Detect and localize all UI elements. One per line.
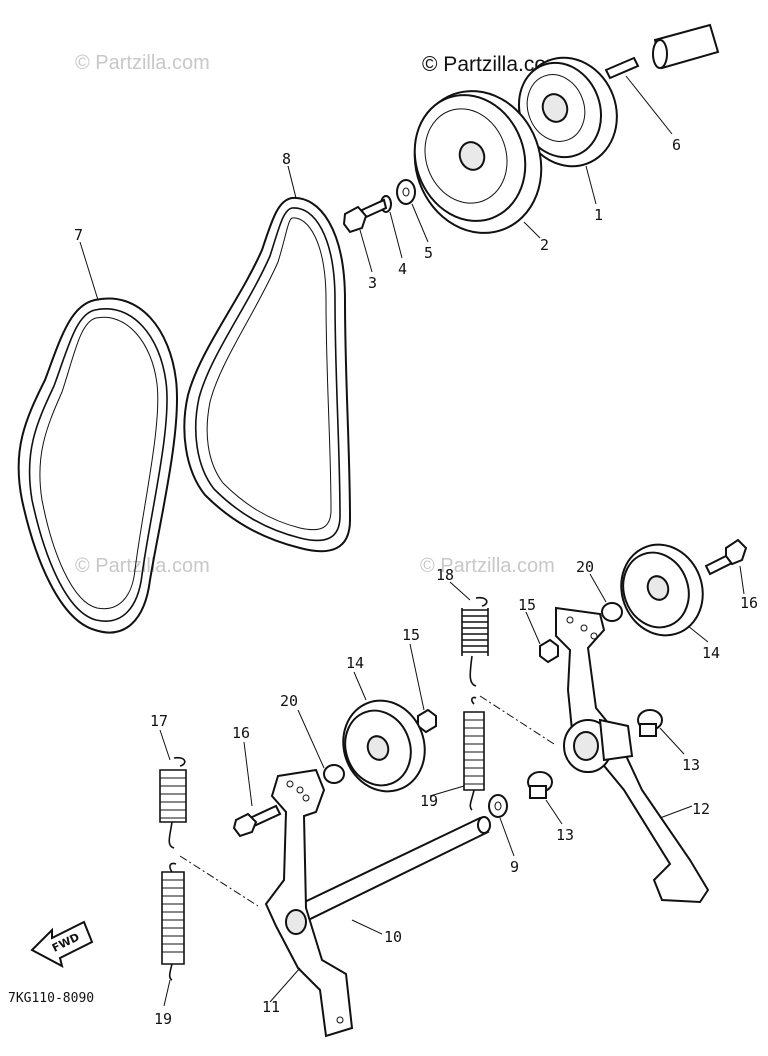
part-7-belt [17,297,179,634]
callout-6: 6 [672,136,681,154]
shaft-end [652,23,720,70]
part-14-idler-pulley-center [342,699,426,793]
callout-16-center: 16 [232,724,250,742]
callout-15-center: 15 [402,626,420,644]
callout-17: 17 [150,712,168,730]
callout-11: 11 [262,998,280,1016]
callout-14-right: 14 [702,644,720,662]
callout-13-upper: 13 [682,756,700,774]
part-13-bushing-lower [527,771,553,799]
part-17-spring [159,756,187,849]
callout-8: 8 [282,150,291,168]
callout-18: 18 [436,566,454,584]
callout-12: 12 [692,800,710,818]
part-8-belt [183,196,352,553]
part-3-bolt [342,198,388,234]
callout-9: 9 [510,858,519,876]
part-9-washer [488,794,508,818]
leader-lines [79,75,745,1007]
part-12-idler-arm [555,606,710,904]
assembly-lines [179,695,555,907]
callout-20-center: 20 [280,692,298,710]
part-1-pulley [517,56,618,168]
callout-4: 4 [398,260,407,278]
part-18-spring [461,596,489,687]
callout-19-center: 19 [420,792,438,810]
callout-20-right: 20 [576,558,594,576]
callout-13-lower: 13 [556,826,574,844]
callout-1: 1 [594,206,603,224]
part-19-spring-left [161,862,185,981]
watermark: © Partzilla.com [75,52,210,74]
part-13-bushing-upper [637,709,663,737]
diagram-code: 7KG110-8090 [8,991,94,1006]
part-5-washer [396,179,416,205]
callout-2: 2 [540,236,549,254]
callout-10: 10 [384,928,402,946]
callout-5: 5 [424,244,433,262]
part-16-bolt-right [704,538,748,576]
watermark: © Partzilla.com [420,555,555,577]
part-11-lever-arm [264,768,354,1038]
fwd-arrow-icon: FWD [30,920,94,968]
part-15-nut-right [539,638,559,664]
part-14-idler-pulley-right [620,543,704,637]
part-16-bolt-center [232,804,282,838]
part-20-spacer-right [601,602,623,622]
callout-19-left: 19 [154,1010,172,1028]
watermark: © Partzilla.com [75,555,210,577]
part-10-shaft [290,816,491,926]
callouts: 1 2 3 4 5 6 7 8 9 10 11 12 13 13 14 14 1… [74,136,758,1028]
part-2-pulley [413,90,543,234]
callout-14-center: 14 [346,654,364,672]
callout-16-right: 16 [740,594,758,612]
callout-15-right: 15 [518,596,536,614]
callout-3: 3 [368,274,377,292]
watermark-main: © Partzilla.com [422,53,564,76]
part-6-key [604,56,640,80]
part-20-spacer-center [323,764,345,784]
callout-7: 7 [74,226,83,244]
part-19-spring-center [463,696,485,811]
